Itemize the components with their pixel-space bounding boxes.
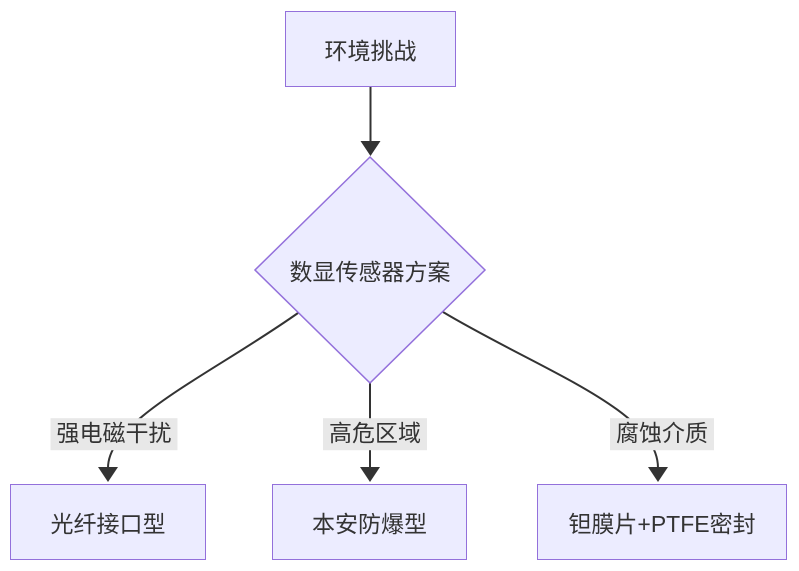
arrowhead-decision-to-tantalum — [648, 467, 668, 482]
edge-label-hazard-zone: 高危区域 — [323, 418, 427, 450]
decision-diamond-shape — [253, 155, 487, 385]
arrowhead-root-to-decision — [360, 141, 381, 156]
node-fiber-interface: 光纤接口型 — [10, 484, 206, 560]
node-environment-challenge: 环境挑战 — [285, 11, 456, 87]
node-intrinsically-safe-label: 本安防爆型 — [312, 511, 427, 537]
node-decision-label: 数显传感器方案 — [289, 259, 451, 285]
arrowhead-decision-to-intrinsic — [360, 467, 380, 482]
node-environment-challenge-label: 环境挑战 — [324, 38, 417, 64]
edge-label-corrosive-media: 腐蚀介质 — [610, 418, 714, 450]
node-tantalum-ptfe-seal: 钽膜片+PTFE密封 — [537, 484, 787, 560]
node-tantalum-ptfe-seal-label: 钽膜片+PTFE密封 — [568, 511, 756, 537]
node-intrinsically-safe: 本安防爆型 — [272, 484, 467, 560]
edge-label-emi: 强电磁干扰 — [50, 418, 178, 450]
arrowhead-decision-to-fiber — [98, 467, 118, 482]
node-fiber-interface-label: 光纤接口型 — [50, 511, 166, 537]
